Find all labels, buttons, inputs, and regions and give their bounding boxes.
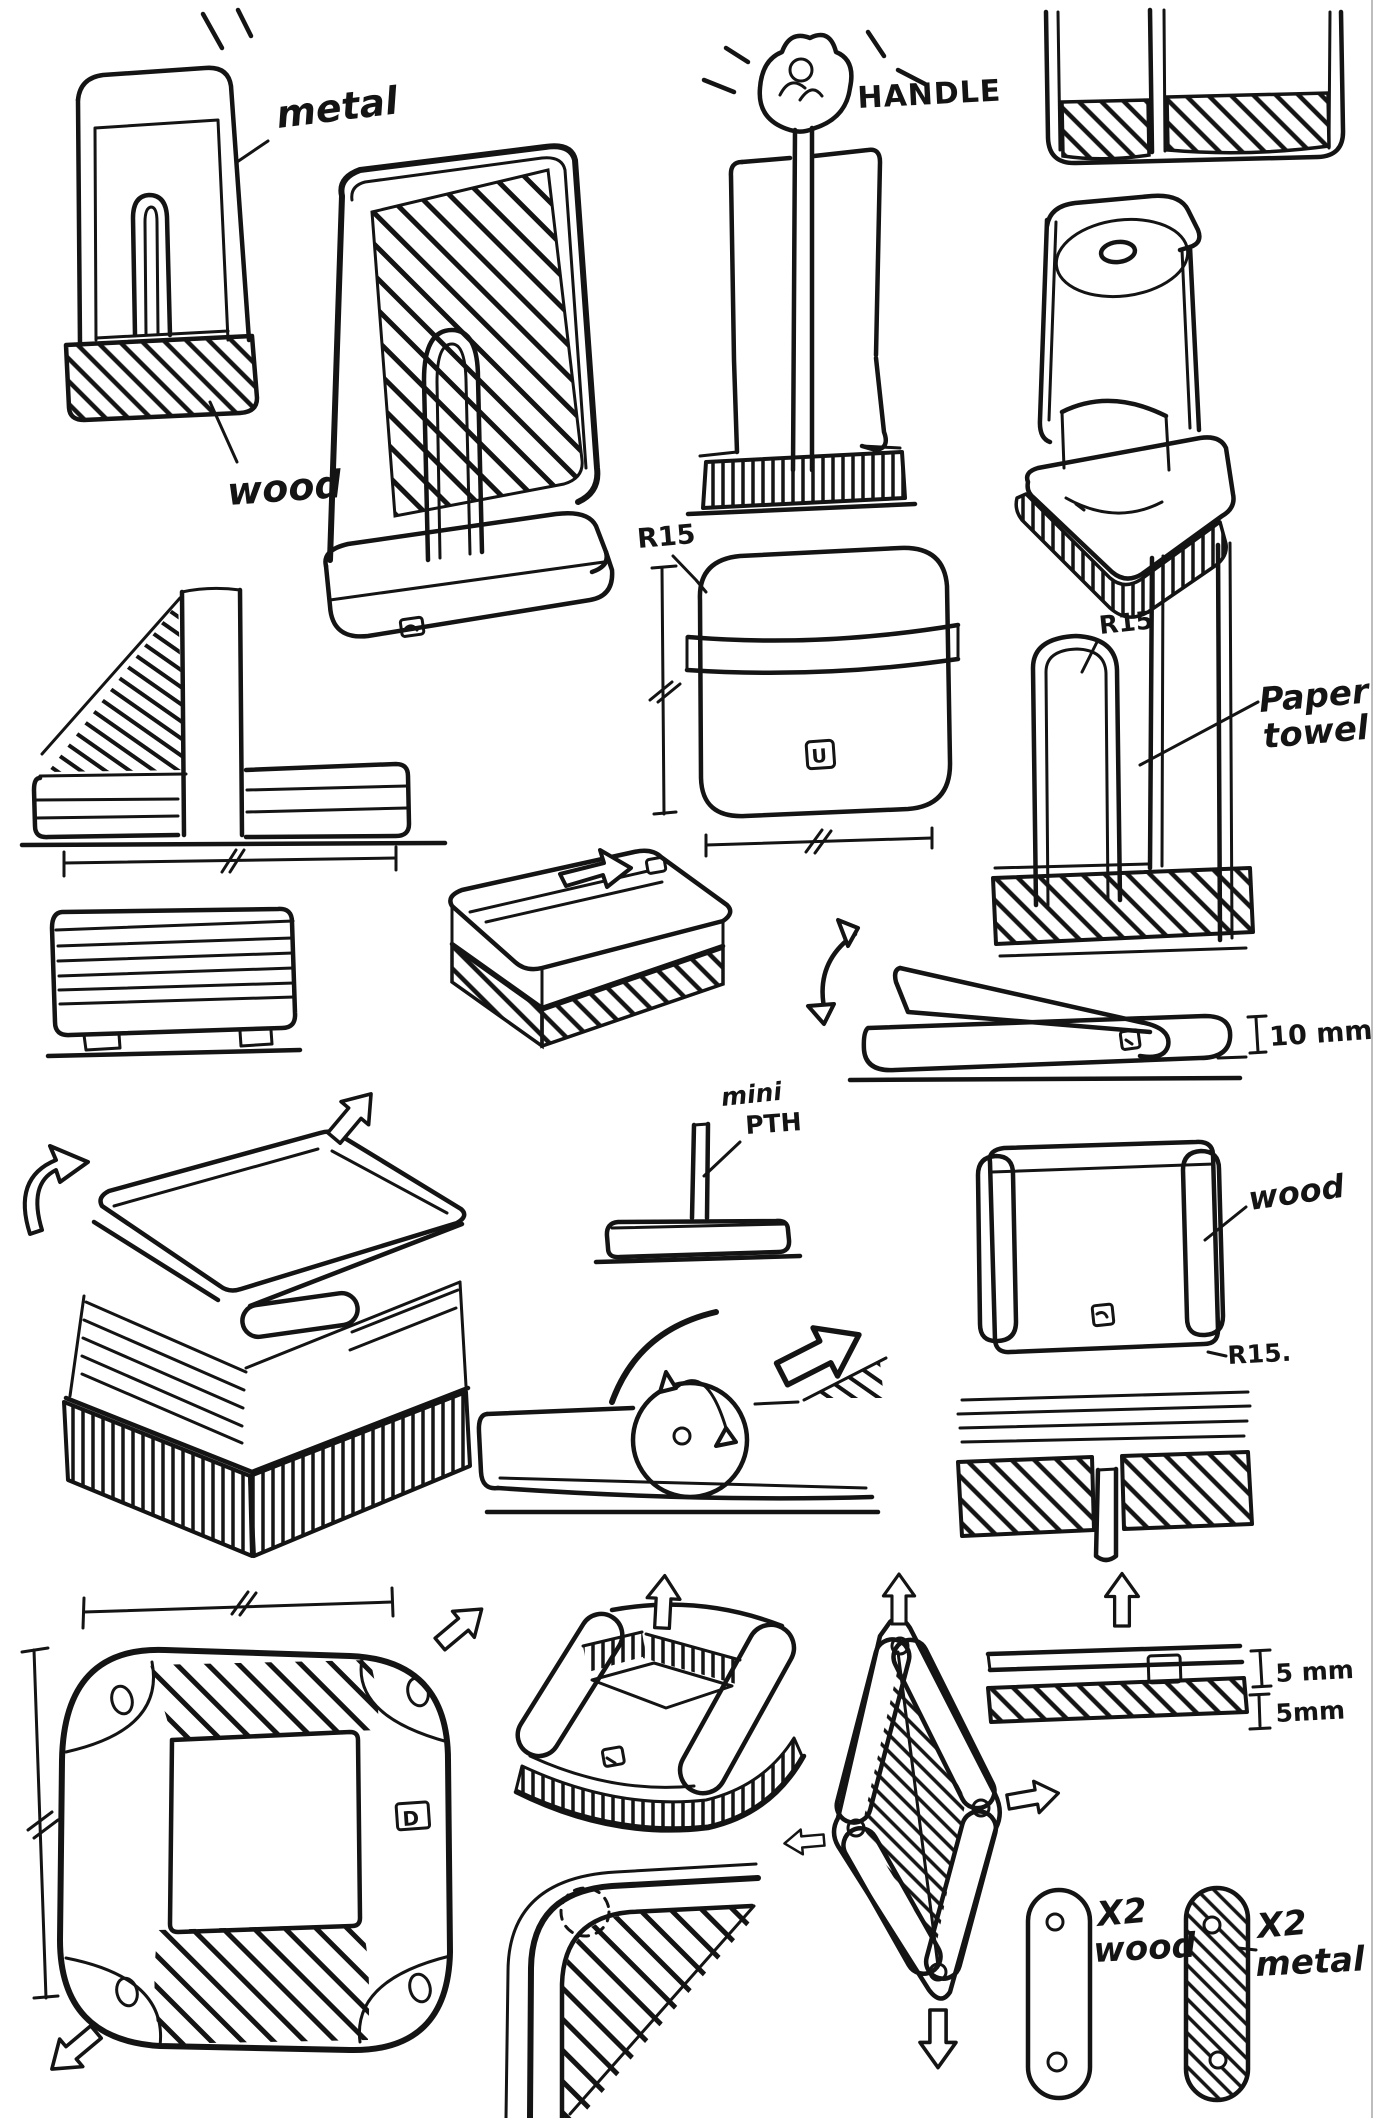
leader-line: [702, 1140, 742, 1178]
sketch-hinged-lid-mechanism: 10 mm: [806, 918, 1373, 1083]
label-10mm: 10 mm: [1268, 1015, 1373, 1053]
label-5mm-bottom: 5mm: [1275, 1695, 1346, 1728]
sketch-three-quarter-tray: [513, 1602, 807, 1833]
rotate-double-arrow-icon: [806, 918, 860, 1026]
sketch-folded-diamond-frame: [782, 1572, 1063, 2070]
label-r15-corner: R15.: [1227, 1338, 1292, 1370]
maker-mark: [398, 615, 426, 638]
sketch-napkin-stack-with-bar: [22, 1129, 472, 1558]
label-x2-metal-qty: X2: [1253, 1903, 1308, 1947]
maker-mark: [600, 1745, 626, 1768]
hand-grip: [757, 32, 854, 134]
sketch-perspective-holder: [323, 143, 615, 639]
tray-bar-right: [677, 1622, 797, 1796]
sketch-front-view-slot-holder: metal wood: [63, 7, 402, 514]
leader-line: [208, 400, 239, 464]
diamond-bar: [841, 1826, 943, 1976]
sketch-front-view-square-napkin-holder: U R15: [636, 519, 961, 858]
sketch-section-thin-plates: 5 mm 5mm: [985, 1643, 1355, 1731]
logo-u-glyph: U: [811, 745, 828, 768]
leader-line: [235, 139, 270, 164]
sketch-corner-slots-detail: [1043, 7, 1346, 166]
sketch-rotating-cam-mechanism: [476, 1311, 888, 1515]
sketch-end-plates-x2: X2 wood X2 metal: [1025, 1885, 1367, 2103]
arrow-up-right-icon: [318, 1080, 387, 1152]
label-r15-front: R15: [636, 519, 697, 555]
leader-line: [1080, 638, 1100, 674]
arrow-up-icon: [1103, 1571, 1141, 1628]
leader-line: [1236, 1946, 1258, 1952]
label-r15-detail: R15: [1098, 605, 1155, 639]
maker-mark: [644, 855, 668, 875]
dashed-radius-circle: [559, 1886, 611, 1938]
label-mini: mini: [720, 1077, 784, 1112]
label-wood-top: wood: [226, 462, 344, 514]
maker-mark: [1090, 1302, 1116, 1328]
sketch-three-quarter-napkin-holder: [448, 848, 733, 1050]
sketch-corner-radius-detail: [504, 1862, 761, 2118]
maker-mark: [1118, 1028, 1142, 1051]
label-paper: Paper: [1257, 671, 1372, 721]
dimension-line: [20, 1646, 60, 2000]
arrow-down-icon: [918, 2008, 958, 2070]
label-towel: towel: [1261, 708, 1371, 757]
diamond-bar: [891, 1637, 997, 1811]
sketch-mini-pth: mini PTH: [593, 1077, 803, 1265]
tray-bar-left: [515, 1611, 625, 1759]
label-5mm-top: 5 mm: [1275, 1655, 1355, 1688]
curved-arrow-icon: [22, 1144, 90, 1236]
maker-mark-u: U: [804, 738, 837, 771]
sketch-front-view-wood-frame: wood R15.: [975, 1139, 1348, 1370]
dimension-line: [648, 564, 682, 816]
label-x2-wood: wood: [1092, 1926, 1197, 1971]
logo-d-glyph: D: [402, 1806, 420, 1831]
label-x2-metal: metal: [1254, 1939, 1367, 1985]
arrow-right-icon: [1003, 1775, 1063, 1820]
sketch-section-stack-pin: [956, 1390, 1254, 1628]
sketch-perspective-tall-holder: [1014, 193, 1236, 619]
metal-plate: [1183, 1885, 1251, 2103]
leader-line: [1203, 1205, 1248, 1242]
leader-line: [671, 554, 708, 594]
label-wood-right: wood: [1246, 1167, 1348, 1218]
label-pth: PTH: [744, 1107, 802, 1140]
diamond-bar: [923, 1809, 999, 1981]
arrow-up-icon: [643, 1573, 683, 1631]
dimension-line: [1249, 1648, 1273, 1689]
dimension-line: [704, 826, 934, 858]
arrow-up-icon: [881, 1572, 917, 1626]
label-handle: HANDLE: [857, 74, 1003, 116]
sketch-side-view-post-base: [19, 586, 448, 878]
rod-bar: [240, 1290, 360, 1340]
dimension-line: [1248, 1692, 1272, 1731]
dimension-line: [81, 1586, 395, 1630]
sketch-slot-detail-paper-towel: R15 Paper towel: [991, 541, 1372, 958]
dimension-line: [1216, 1014, 1268, 1060]
sketch-front-view-pole-holder: HANDLE: [685, 29, 1003, 517]
maker-mark-d: D: [394, 1800, 432, 1832]
sketch-top-view-frame: D: [20, 1586, 495, 2085]
sketch-side-view-napkin-stack: [45, 906, 303, 1059]
arrow-up-right-icon: [427, 1594, 495, 1659]
arrow-left-icon: [782, 1826, 827, 1858]
wood-plate: [1025, 1887, 1093, 2101]
napkin-flap: [558, 848, 633, 889]
label-x2-wood-qty: X2: [1093, 1891, 1148, 1935]
label-metal: metal: [274, 78, 402, 137]
rotate-arrow-icon: [658, 1370, 738, 1448]
dimension-line: [62, 845, 398, 878]
leader-line: [1206, 1350, 1228, 1358]
leader-line: [1138, 700, 1260, 767]
